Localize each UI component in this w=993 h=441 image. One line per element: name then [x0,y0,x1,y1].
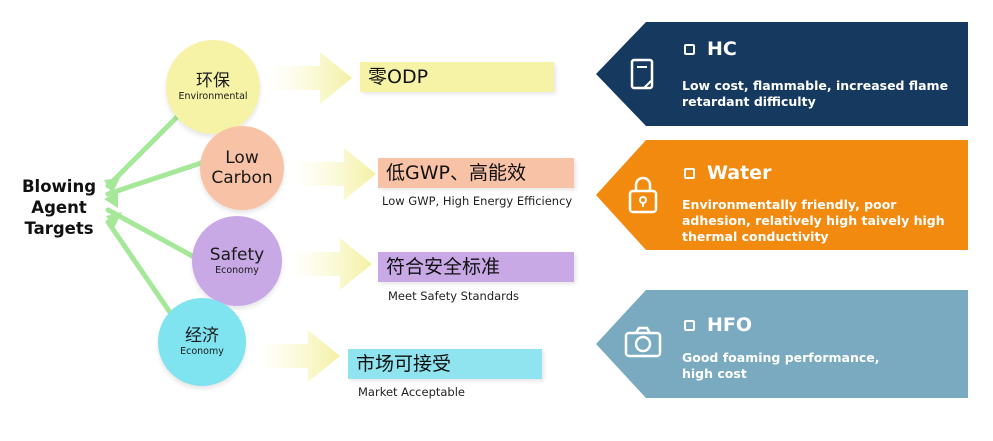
arrow-economy-icon [258,330,340,382]
circle-economy: 经济 Economy [158,298,246,386]
label-environmental: 零ODP [360,62,554,92]
arrow-safety-icon [290,238,372,290]
circle-low-carbon: Low Carbon [200,126,284,210]
agent-desc-water: Environmentally friendly, poor adhesion,… [682,197,945,244]
arrow-low-carbon-icon [294,148,376,200]
sublabel-economy: Market Acceptable [358,385,465,399]
agent-card-water: Water Environmentally friendly, poor adh… [596,140,968,250]
label-low-carbon: 低GWP、高能效 [378,158,574,188]
circle-environmental: 环保 Environmental [166,40,260,134]
agent-name-water: Water [707,162,772,184]
label-safety: 符合安全标准 [378,252,574,282]
camera-icon [624,326,662,358]
agent-desc-hc: Low cost, flammable, increased flame ret… [682,78,949,109]
agent-card-hc: HC Low cost, flammable, increased flame … [596,22,968,126]
sublabel-safety: Meet Safety Standards [388,289,519,303]
agent-name-hc: HC [707,38,737,60]
arrow-environmental-icon [270,52,352,104]
document-icon [630,58,654,90]
circle-safety-main: Safety [209,245,265,265]
agent-card-hfo: HFO Good foaming performance, high cost [596,290,968,398]
hfo-checkbox-icon [684,319,695,331]
agent-desc-hfo: Good foaming performance, high cost [682,350,880,381]
water-checkbox-icon [684,167,695,179]
circle-safety-sub: Economy [215,265,259,276]
circle-environmental-main: 环保 [196,71,230,91]
agent-name-hfo: HFO [707,314,753,336]
circle-economy-main: 经济 [185,326,219,346]
circle-low-carbon-main: Low Carbon [211,148,273,188]
circle-environmental-sub: Environmental [178,91,248,102]
circle-economy-sub: Economy [180,346,224,357]
circle-safety: Safety Economy [192,216,282,306]
page-title: Blowing Agent Targets [21,177,97,238]
sublabel-low-carbon: Low GWP, High Energy Efficiency [382,194,573,208]
lock-icon [628,176,658,214]
label-economy: 市场可接受 [348,349,542,379]
hc-checkbox-icon [684,43,695,55]
